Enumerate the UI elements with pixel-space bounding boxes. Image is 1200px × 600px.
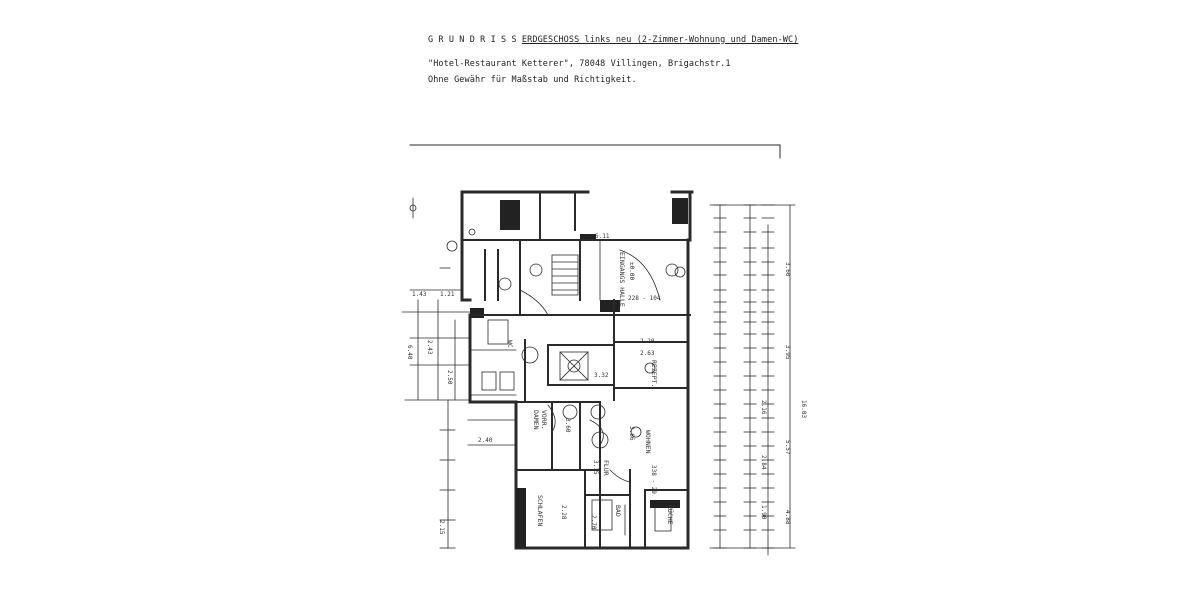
section-markers [446,228,686,438]
dim-r-315: 3.15 [592,460,599,475]
dim-r-263: 2.63 [640,350,655,357]
dim-right-1603: 16.03 [800,400,807,418]
right-dim-ticks [713,204,775,549]
title-line: G R U N D R I S S ERDGESCHOSS links neu … [428,34,798,47]
wall-blocks [470,198,688,548]
address-line: "Hotel-Restaurant Ketterer", 78048 Villi… [428,59,731,69]
interior-walls [461,191,691,549]
dim-top-511: 5.11 [595,233,610,240]
room-rezeption: REZEPT. [650,360,658,387]
dim-right-284: 2.84 [760,455,767,470]
room-wohnen: WOHNEN [644,430,652,454]
room-flur: FLUR [602,460,610,476]
dim-r-228b: 2.28 [560,505,567,520]
dim-left-121: 1.21 [440,291,455,298]
dim-right-395: 3.95 [784,345,791,360]
right-dim-lines [709,204,796,556]
dim-r-332: 3.32 [594,372,609,379]
dim-right-190: 1.90 [760,505,767,520]
room-kueche: KÜCHE [666,505,675,525]
dim-r-220: 2.20 [640,338,655,345]
dim-left-243: 2.43 [426,340,433,355]
dim-w-338: 338 - 29 [650,465,657,494]
room-eingang: EINGANGS HALLE [618,252,626,307]
room-damen: DAMEN [532,410,540,430]
dim-w-366: 3.66 [628,426,635,441]
room-labels: EINGANGS HALLE WC DAMEN VORR. FLUR WOHNE… [506,252,675,526]
dimension-labels: 5.11 ±0.00 228 - 104 2.20 2.63 3.32 3.60… [406,233,807,535]
room-bad: BAD [614,505,622,517]
dim-r-228: 228 - 104 [628,295,661,302]
dim-r-360: 3.60 [564,418,571,433]
dim-r-270: 2.70 [590,515,597,530]
room-vorr: VORR. [540,410,548,430]
dim-left-215: 2.15 [438,520,445,535]
left-dim-lines [401,267,517,549]
level-marker [409,197,417,219]
room-wc: WC [506,340,514,348]
title-spaced: G R U N D R I S S [428,35,517,45]
disclaimer-line: Ohne Gewähr für Maßstab und Richtigkeit. [428,75,637,85]
dim-right-216: 2.16 [760,400,767,415]
dim-left-640: 6.40 [406,345,413,360]
dim-left-240: 2.40 [478,437,493,444]
title-rest: ERDGESCHOSS links neu (2-Zimmer-Wohnung … [521,35,799,45]
dim-right-360: 3.60 [784,262,791,277]
dim-left-250: 2.50 [446,370,453,385]
dim-left-143: 1.43 [412,291,427,298]
dim-hall-pm: ±0.00 [628,262,635,280]
dim-right-557: 5.57 [784,440,791,455]
room-schlafen: SCHLAFEN [536,495,544,526]
fixtures [469,239,679,536]
dim-right-488: 4.88 [784,510,791,525]
